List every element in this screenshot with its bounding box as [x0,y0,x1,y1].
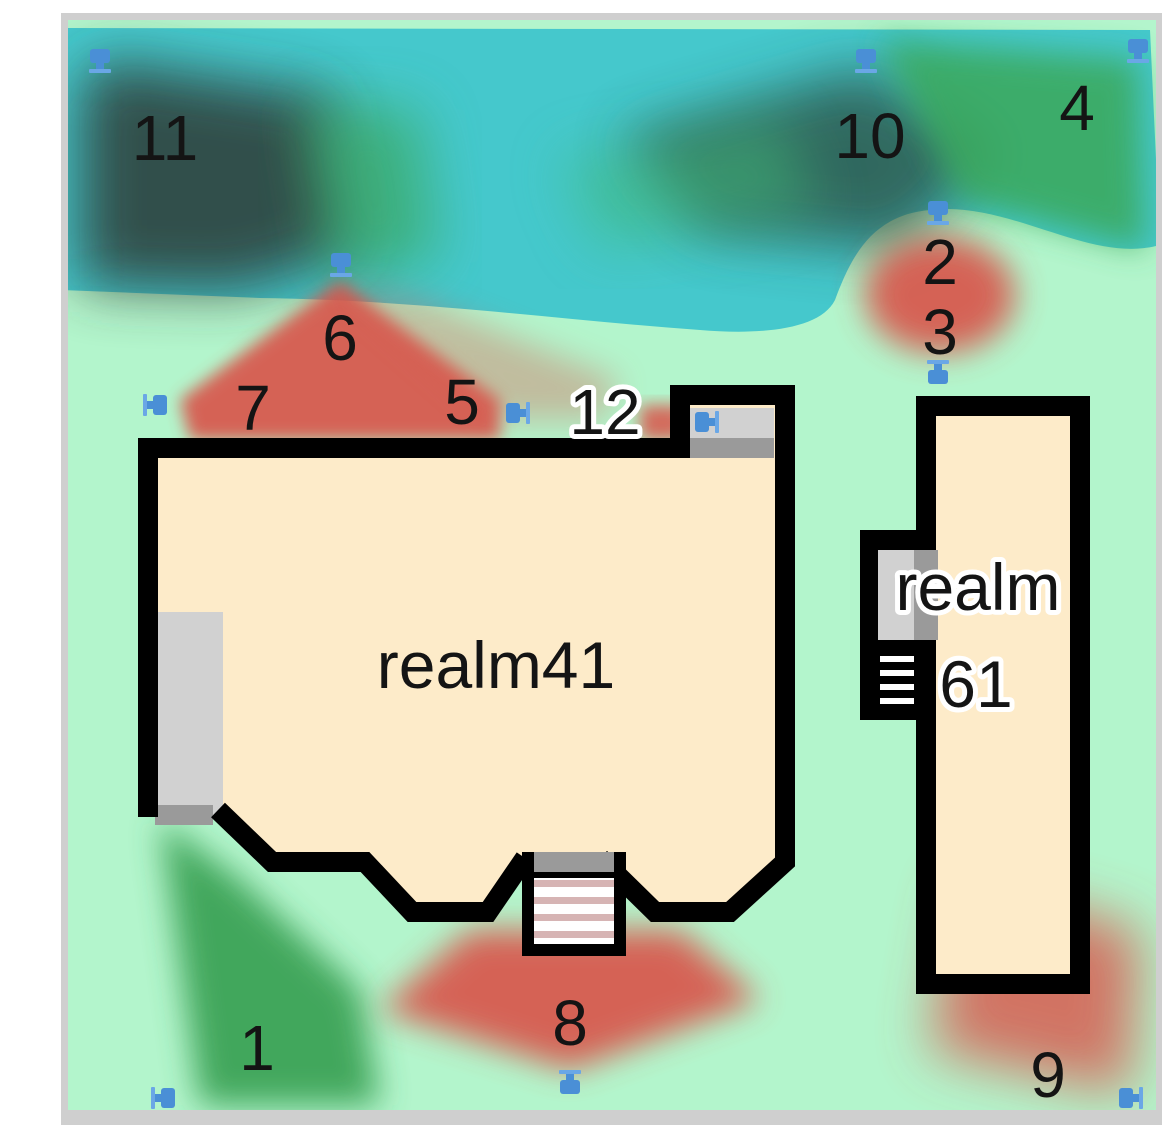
coverage-zone-11 [80,60,360,290]
coverage-zone-2-3 [865,237,1015,353]
stairs-realm41 [522,852,626,956]
camera-labels: 11 10 4 2 3 6 7 5 12 8 1 9 [132,72,1095,1111]
camera-label-1: 1 [239,1012,275,1084]
camera-icon[interactable] [695,411,719,433]
room-realm61-label-line1: realm [895,550,1060,624]
room-realm41-floor [148,395,785,912]
camera-icon[interactable] [143,394,167,416]
camera-label-11: 11 [132,102,198,174]
camera-label-2: 2 [922,226,958,298]
coverage-layer [68,28,1156,1105]
camera-icon[interactable] [1119,1087,1143,1109]
coverage-zone-6-beam [340,280,620,420]
coverage-zone-11-green [300,100,440,280]
room-realm61-floor [928,408,1078,982]
camera-label-9: 9 [1030,1039,1066,1111]
camera-label-7: 7 [235,372,271,444]
room-realm41-corridor-left [155,612,223,817]
room-realm41: realm41 [138,385,795,956]
coverage-zone-1 [160,820,380,1105]
stairs-realm61 [878,652,914,708]
room-realm61: realm 61 [860,396,1090,994]
coverage-zone-8 [380,930,760,1070]
camera-label-6: 6 [322,302,358,374]
camera-label-8: 8 [552,987,588,1059]
camera-icon[interactable] [927,201,949,225]
camera-label-10: 10 [834,100,905,172]
room-realm41-corridor-left-edge [155,805,213,825]
camera-label-3: 3 [922,296,958,368]
camera-icon[interactable] [330,253,352,277]
room-realm41-corridor-top-edge [682,438,774,458]
camera-icon[interactable] [855,49,877,73]
camera-icon[interactable] [89,49,111,73]
camera-label-5: 5 [444,366,480,438]
coverage-zone-4 [880,40,1145,250]
camera-icon[interactable] [1127,39,1149,63]
room-realm41-walls [138,385,795,922]
camera-icon[interactable] [151,1087,175,1109]
coverage-zone-6 [180,280,500,440]
camera-icon[interactable] [506,402,530,424]
camera-label-12: 12 [569,376,640,448]
room-realm61-annex-corridor-edge [914,550,938,640]
coverage-band-green [560,120,820,250]
room-realm61-label-line2: 61 [939,647,1012,721]
room-realm41-label: realm41 [377,628,615,702]
camera-label-4: 4 [1059,72,1095,144]
camera-icon[interactable] [559,1070,581,1094]
